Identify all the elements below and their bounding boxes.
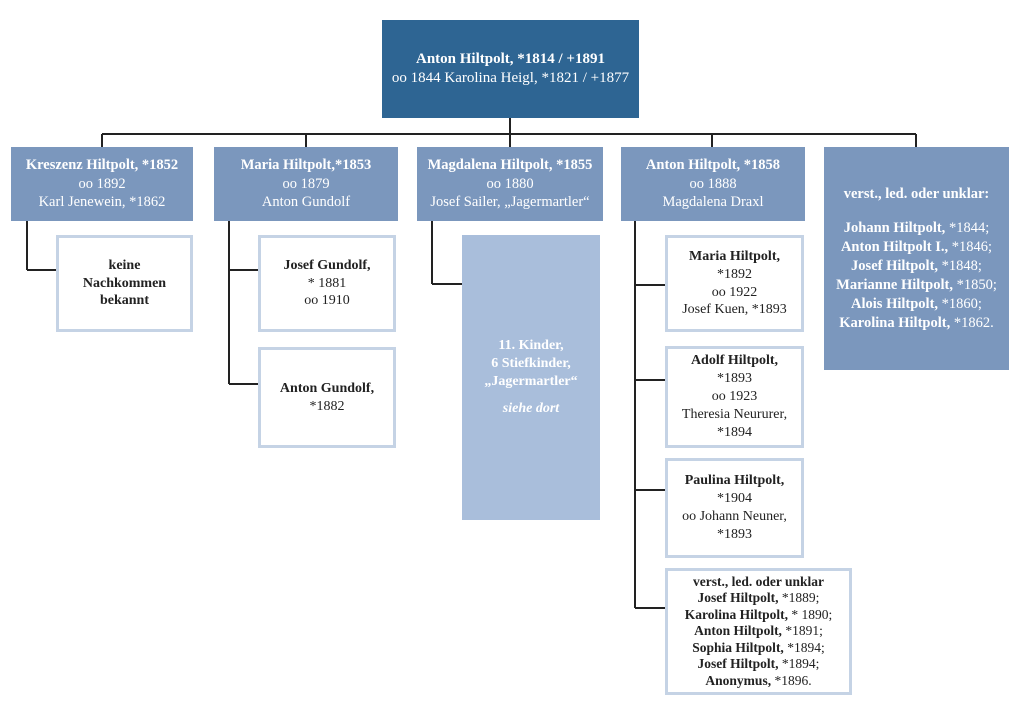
unclear-entry: Marianne Hiltpolt, *1850;	[836, 276, 997, 293]
branch-spouse: Magdalena Draxl	[662, 194, 764, 211]
child-paulina-hiltpolt-box: Paulina Hiltpolt, *1904 oo Johann Neuner…	[665, 458, 804, 558]
child-birth: *1882	[309, 398, 345, 414]
grandchild-entry: Karolina Hiltpolt, * 1890;	[684, 606, 833, 622]
child-marriage: oo 1910	[304, 293, 350, 309]
unclear-entry: Karolina Hiltpolt, *1862.	[839, 314, 994, 331]
child-josef-gundolf-box: Josef Gundolf, * 1881 oo 1910	[258, 235, 396, 332]
child-marriage: oo 1923	[711, 389, 758, 405]
child-maria-hiltpolt-box: Maria Hiltpolt, *1892 oo 1922 Josef Kuen…	[665, 235, 804, 332]
grandchild-entry: Josef Hiltpolt, *1889;	[697, 590, 820, 606]
grandchild-entry: Anonymus, *1896.	[705, 672, 812, 688]
branch-marriage: oo 1888	[689, 175, 737, 192]
branch-name: Anton Hiltpolt, *1858	[645, 156, 781, 173]
branch-name: Maria Hiltpolt,*1853	[240, 156, 372, 173]
grandchild-entry: Josef Hiltpolt, *1894;	[697, 656, 820, 672]
unclear-entry: Josef Hiltpolt, *1848;	[851, 258, 982, 275]
child-name: Josef Gundolf,	[283, 257, 371, 273]
child-marriage: oo Johann Neuner,	[682, 509, 787, 524]
branch-magdalena-box: Magdalena Hiltpolt, *1855 oo 1880 Josef …	[417, 147, 603, 221]
root-name: Anton Hiltpolt, *1814 / +1891	[416, 50, 605, 67]
child-birth: *1893	[717, 371, 752, 387]
unclear-entry: Alois Hiltpolt, *1860;	[851, 295, 982, 312]
child-anton-gundolf-box: Anton Gundolf, *1882	[258, 347, 396, 448]
branch-maria-box: Maria Hiltpolt,*1853 oo 1879 Anton Gundo…	[214, 147, 398, 221]
grandchildren-unclear-box: verst., led. oder unklar Josef Hiltpolt,…	[665, 568, 852, 695]
children-count: 11. Kinder,	[498, 337, 564, 353]
branch-name: Magdalena Hiltpolt, *1855	[427, 156, 593, 173]
child-birth: *1904	[717, 491, 752, 507]
child-marriage: oo 1922	[711, 284, 758, 300]
branch-spouse: Karl Jenewein, *1862	[38, 194, 166, 211]
see-reference-note: siehe dort	[502, 401, 560, 417]
branch-spouse: Josef Sailer, „Jagermartler“	[430, 194, 590, 211]
child-name: Paulina Hiltpolt,	[684, 473, 785, 489]
child-name: Adolf Hiltpolt,	[690, 353, 779, 369]
grandchild-entry: Anton Hiltpolt, *1891;	[694, 623, 823, 639]
unclear-heading: verst., led. oder unklar:	[843, 185, 990, 202]
no-descendants-box: keine Nachkommen bekannt	[56, 235, 193, 332]
branch-name: Kreszenz Hiltpolt, *1852	[25, 156, 179, 173]
child-spouse: Theresia Neururer,	[681, 406, 788, 422]
unclear-entry: Johann Hiltpolt, *1844;	[843, 220, 990, 237]
branch-marriage: oo 1880	[486, 175, 534, 192]
child-spouse-birth: *1894	[717, 424, 752, 440]
branch-marriage: oo 1892	[78, 175, 126, 192]
child-spouse-birth: *1893	[717, 526, 752, 542]
child-name: Maria Hiltpolt,	[689, 248, 780, 264]
branch-kreszenz-box: Kreszenz Hiltpolt, *1852 oo 1892 Karl Je…	[11, 147, 193, 221]
family-nickname: „Jagermartler“	[484, 373, 578, 389]
grandchildren-unclear-heading: verst., led. oder unklar	[693, 573, 824, 589]
branch-anton-box: Anton Hiltpolt, *1858 oo 1888 Magdalena …	[621, 147, 805, 221]
child-spouse: Josef Kuen, *1893	[682, 302, 787, 318]
grandchild-entry: Sophia Hiltpolt, *1894;	[692, 639, 825, 655]
child-adolf-hiltpolt-box: Adolf Hiltpolt, *1893 oo 1923 Theresia N…	[665, 346, 804, 448]
child-birth: * 1881	[307, 275, 347, 291]
root-person-box: Anton Hiltpolt, *1814 / +1891 oo 1844 Ka…	[382, 20, 639, 118]
jagermartler-reference-box: 11. Kinder, 6 Stiefkinder, „Jagermartler…	[462, 235, 600, 520]
root-spouse: oo 1844 Karolina Heigl, *1821 / +1877	[391, 70, 630, 86]
branch-marriage: oo 1879	[282, 175, 330, 192]
branch-spouse: Anton Gundolf	[261, 194, 351, 211]
unclear-children-box: verst., led. oder unklar: Johann Hiltpol…	[824, 147, 1009, 370]
child-birth: *1892	[717, 266, 752, 282]
stepchildren-count: 6 Stiefkinder,	[491, 355, 571, 371]
unclear-entry: Anton Hiltpolt I., *1846;	[840, 239, 993, 256]
child-name: Anton Gundolf,	[279, 380, 375, 396]
